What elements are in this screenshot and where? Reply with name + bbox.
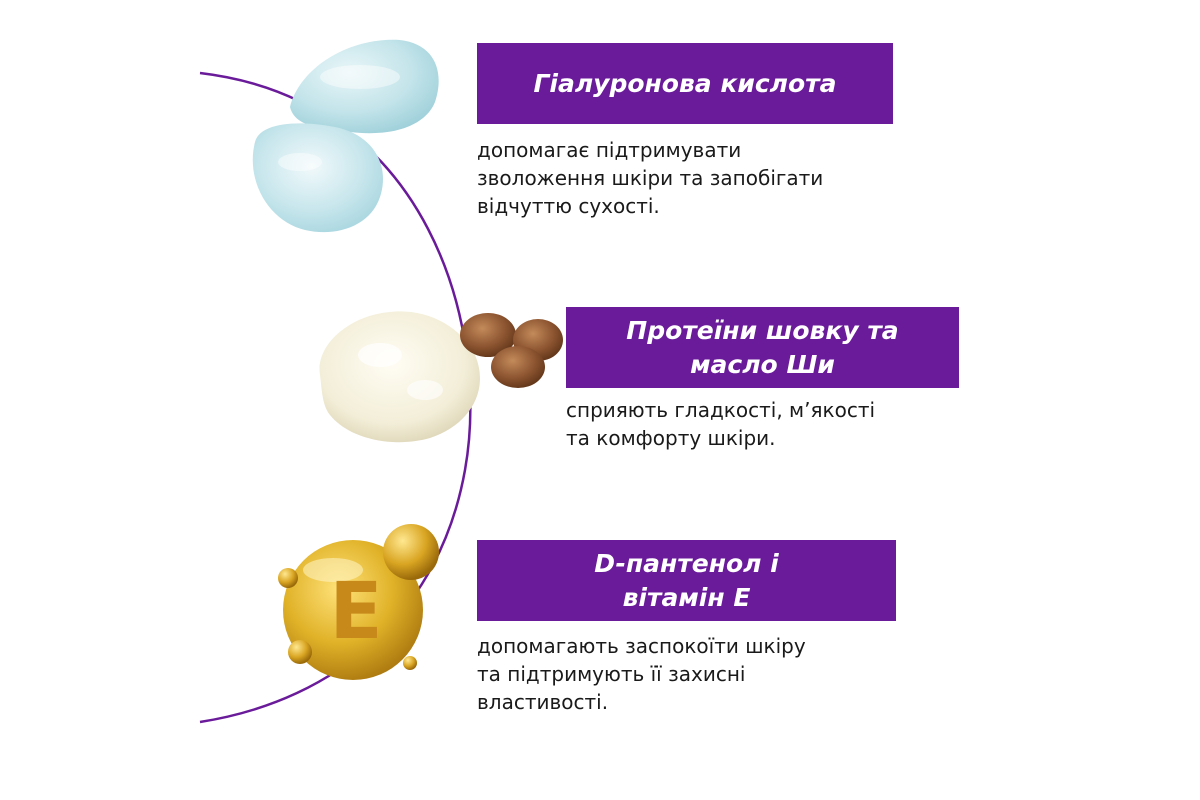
ingredient-title-hyaluronic: Гіалуронова кислота bbox=[477, 43, 893, 124]
vitamin-letter: E bbox=[329, 567, 382, 657]
ingredient-description-panthenol-vitamin-e: допомагають заспокоїти шкіру та підтриму… bbox=[477, 634, 806, 714]
vitamin-e-capsule-image: E bbox=[278, 524, 439, 680]
hyaluronic-gel-image bbox=[252, 39, 439, 233]
ingredient-description-silk-shea: сприяють гладкості, м’якості та комфорту… bbox=[566, 398, 876, 450]
title-line: Протеїни шовку та bbox=[626, 315, 899, 345]
title-line: масло Ши bbox=[690, 349, 835, 379]
title-line: Гіалуронова кислота bbox=[533, 68, 837, 98]
title-line: вітамін Е bbox=[622, 582, 751, 612]
ingredient-title-silk-shea: Протеїни шовку та масло Ши bbox=[566, 307, 959, 388]
title-line: D-пантенол і bbox=[594, 548, 779, 578]
ingredient-description-hyaluronic: допомагає підтримувати зволоження шкіри … bbox=[477, 138, 824, 218]
shea-butter-nuts-image bbox=[319, 311, 563, 443]
ingredient-title-panthenol-vitamin-e: D-пантенол і вітамін Е bbox=[477, 540, 896, 621]
